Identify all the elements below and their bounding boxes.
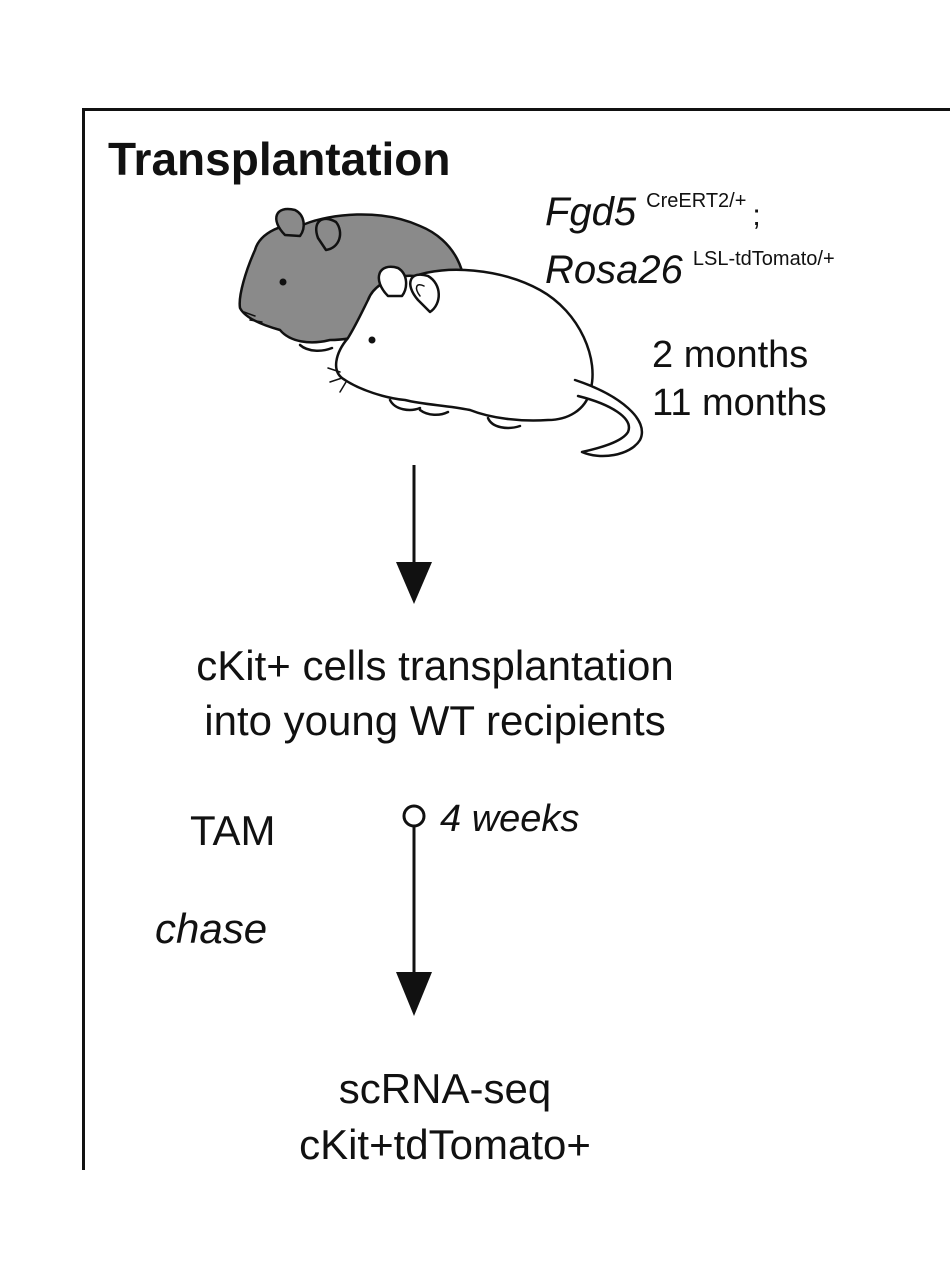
transplant-step-line-1: cKit+ cells transplantation	[196, 642, 674, 689]
readout-line-1: scRNA-seq	[338, 1065, 552, 1112]
age-young: 2 months	[652, 334, 809, 376]
genotype-allele-2: LSL-tdTomato/+	[692, 248, 835, 270]
panel-frame-left	[82, 108, 85, 1170]
readout-line-2: cKit+tdTomato+	[299, 1121, 591, 1168]
duration-label: 4 weeks	[440, 798, 580, 840]
timepoint-circle-icon	[402, 804, 426, 828]
genotype-separator: ;	[752, 199, 761, 232]
panel-frame-top	[82, 108, 950, 111]
genotype-allele-1: CreERT2/+	[646, 190, 747, 212]
genotype-gene-2: Rosa26	[545, 248, 683, 292]
genotype-line-2: Rosa26 LSL-tdTomato/+	[545, 248, 835, 292]
white-mouse-icon	[327, 265, 644, 458]
chase-label: chase	[155, 905, 268, 952]
age-old: 11 months	[652, 382, 827, 424]
genotype-line-1: Fgd5 CreERT2/+;	[545, 190, 761, 234]
transplant-step-line-2: into young WT recipients	[204, 697, 666, 744]
down-arrow-icon	[396, 465, 432, 604]
timeline-arrow	[396, 804, 432, 1016]
treatment-label: TAM	[190, 807, 276, 854]
genotype-gene-1: Fgd5	[545, 190, 637, 234]
panel-title: Transplantation	[108, 133, 451, 185]
